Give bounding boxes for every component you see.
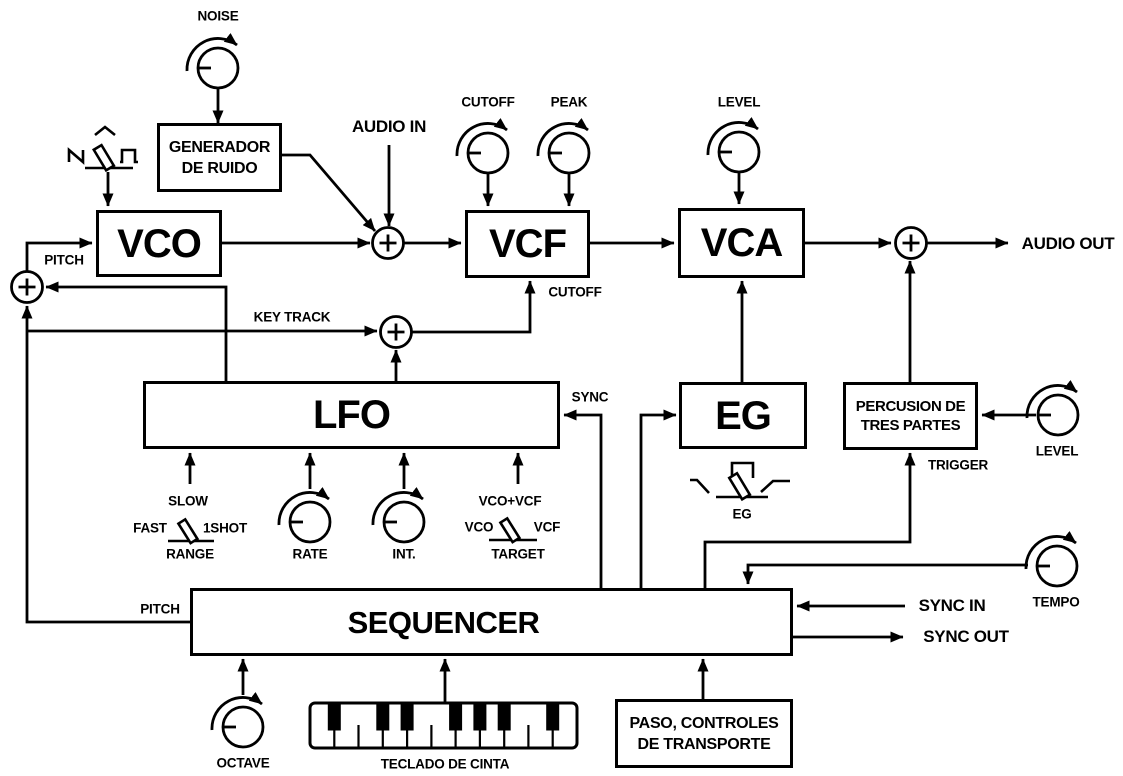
int-knob-label: INT. bbox=[392, 546, 416, 562]
eg-shape-switch-icon bbox=[690, 461, 790, 502]
black-keys bbox=[327, 704, 560, 731]
sync-label: SYNC bbox=[571, 389, 609, 405]
noise-generator-label-line1: GENERADOR bbox=[168, 138, 271, 156]
octave-knob-icon bbox=[212, 697, 263, 747]
switch-lever bbox=[176, 517, 200, 545]
noise-generator-label-line2: DE RUIDO bbox=[181, 159, 258, 177]
pitch-vco-label: PITCH bbox=[44, 252, 84, 268]
step-transport-label-line1: PASO, CONTROLES bbox=[629, 714, 779, 732]
switch-lever bbox=[727, 471, 752, 502]
rate-knob-label: RATE bbox=[292, 546, 328, 562]
wire-seq-trigger-to-percussion bbox=[703, 452, 916, 588]
pitch-seq-label: PITCH bbox=[140, 601, 180, 617]
audio-in-label: AUDIO IN bbox=[351, 117, 427, 136]
target-switch-left-label: VCO bbox=[464, 519, 494, 535]
switch-lever bbox=[91, 143, 116, 173]
noise-knob-icon bbox=[187, 38, 238, 88]
peak-knob-label: PEAK bbox=[550, 94, 588, 110]
vco-label: VCO bbox=[117, 221, 202, 266]
wire-seq-sync-to-lfo bbox=[563, 409, 603, 588]
ribbon-keyboard-icon bbox=[308, 701, 579, 750]
peak-knob-icon bbox=[538, 123, 589, 173]
vca-label: VCA bbox=[700, 221, 783, 265]
wire-pitchsum-to-vco bbox=[25, 237, 93, 271]
sum-node-pre-vcf-icon bbox=[371, 226, 405, 260]
sync-out-label: SYNC OUT bbox=[923, 627, 1009, 646]
vco-waveform-switch-icon bbox=[67, 125, 138, 173]
wire-noisegen-to-mixer bbox=[282, 153, 377, 232]
eg-label: EG bbox=[715, 393, 772, 438]
target-switch-label: TARGET bbox=[491, 546, 545, 562]
gate-envelope-icon bbox=[730, 461, 755, 478]
wire-cutoffsum-to-vcf bbox=[411, 280, 536, 334]
attack-envelope-icon bbox=[760, 479, 790, 493]
tempo-knob-icon bbox=[1026, 536, 1077, 586]
vca-level-knob-label: LEVEL bbox=[717, 94, 761, 110]
range-switch-label: RANGE bbox=[166, 546, 214, 562]
int-knob-icon bbox=[373, 492, 424, 542]
percussion-label-line2: TRES PARTES bbox=[860, 417, 961, 434]
cutoff-knob-label: CUTOFF bbox=[461, 94, 515, 110]
sync-in-label: SYNC IN bbox=[918, 596, 986, 615]
sum-node-keytrack-icon bbox=[379, 315, 413, 349]
noise-knob-label: NOISE bbox=[197, 8, 239, 24]
target-switch-right-label: VCF bbox=[533, 519, 561, 535]
lfo-block: LFO bbox=[143, 381, 560, 449]
vca-level-knob-icon bbox=[708, 122, 759, 172]
vca-block: VCA bbox=[678, 208, 805, 278]
vcf-block: VCF bbox=[465, 210, 590, 278]
range-switch-icon bbox=[168, 517, 214, 545]
cutoff-knob-icon bbox=[457, 123, 508, 173]
square-wave-icon bbox=[120, 148, 138, 164]
switch-lever bbox=[498, 516, 522, 544]
ribbon-keyboard-label: TECLADO DE CINTA bbox=[380, 756, 510, 772]
percussion-block: PERCUSION DE TRES PARTES bbox=[843, 382, 978, 450]
noise-generator-block: GENERADOR DE RUIDO bbox=[157, 123, 282, 192]
connectors bbox=[21, 88, 1036, 703]
sawtooth-wave-icon bbox=[67, 147, 85, 165]
octave-knob-label: OCTAVE bbox=[216, 755, 270, 771]
range-switch-top-label: SLOW bbox=[168, 493, 208, 509]
rate-knob-icon bbox=[279, 492, 330, 542]
decay-envelope-icon bbox=[690, 478, 710, 494]
wire-seq-gate-to-eg bbox=[639, 409, 677, 588]
wire-seq-pitch-to-pitchsum bbox=[21, 305, 190, 624]
vco-block: VCO bbox=[96, 210, 222, 277]
trigger-label: TRIGGER bbox=[927, 457, 989, 473]
triangle-wave-icon bbox=[94, 125, 116, 137]
wire-tempoknob-to-seq bbox=[742, 563, 1028, 585]
eg-shape-switch-label: EG bbox=[732, 506, 752, 522]
percussion-level-knob-icon bbox=[1027, 385, 1078, 435]
target-switch-top-label: VCO+VCF bbox=[478, 493, 542, 509]
lfo-label: LFO bbox=[313, 393, 391, 437]
sum-node-pitch-icon bbox=[10, 270, 44, 304]
percussion-label-line1: PERCUSION DE bbox=[855, 398, 966, 415]
eg-block: EG bbox=[679, 382, 807, 449]
wire-lfo-to-pitchsum bbox=[45, 281, 228, 381]
cutoff-mod-label: CUTOFF bbox=[548, 284, 602, 300]
audio-out-label: AUDIO OUT bbox=[1021, 234, 1115, 253]
tempo-knob-label: TEMPO bbox=[1032, 594, 1080, 610]
target-switch-icon bbox=[489, 516, 537, 544]
sequencer-label: SEQUENCER bbox=[347, 604, 540, 640]
sum-node-post-vca-icon bbox=[894, 226, 928, 260]
range-switch-left-label: FAST bbox=[133, 520, 167, 536]
vcf-label: VCF bbox=[489, 222, 567, 266]
percussion-level-knob-label: LEVEL bbox=[1035, 443, 1079, 459]
sequencer-block: SEQUENCER bbox=[190, 588, 793, 656]
step-transport-label-line2: DE TRANSPORTE bbox=[637, 735, 771, 753]
range-switch-right-label: 1SHOT bbox=[202, 520, 248, 536]
step-transport-block: PASO, CONTROLES DE TRANSPORTE bbox=[615, 699, 793, 768]
key-track-label: KEY TRACK bbox=[253, 309, 331, 325]
